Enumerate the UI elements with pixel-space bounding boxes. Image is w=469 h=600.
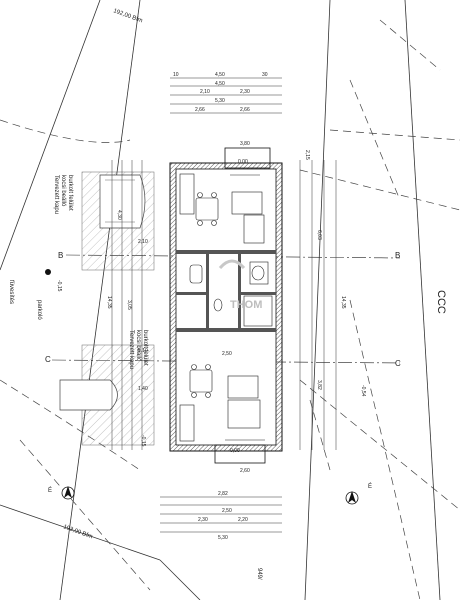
north-arrow-small — [45, 269, 51, 275]
top-dim-4a: 2,66 — [195, 107, 205, 113]
right-dim-a: 6,03 — [316, 230, 322, 240]
parking-top-note: Tervezett kapu kocsi beálló burkolt felü… — [53, 175, 73, 214]
bottom-dimension-chains — [160, 496, 282, 533]
level-left-bottom: -0,15 — [140, 435, 146, 447]
porch-top: 3,80 — [224, 141, 271, 169]
section-b-right-label: B — [395, 251, 400, 260]
plot-number: 949/ — [256, 568, 262, 580]
left-dim-e: 3,05 — [126, 300, 132, 310]
svg-text:Tervezett kapu: Tervezett kapu — [128, 330, 134, 369]
bottom-dim-1: 2,82 — [218, 491, 228, 497]
left-dimension-chains — [111, 160, 143, 450]
north-label-left: É — [48, 487, 52, 494]
north-arrow-left: É — [48, 486, 75, 500]
top-dim-1: 4,50 — [215, 72, 225, 78]
porch-bottom-dim: 2,60 — [240, 468, 250, 474]
top-dim-1a: 10 — [173, 72, 179, 78]
north-arrow-right: É — [345, 483, 372, 505]
top-dimension-chains — [170, 77, 282, 114]
level-bottom-house: 0,00 — [230, 448, 240, 454]
north-label-right: É — [368, 483, 372, 490]
section-c-left-label: C — [45, 355, 51, 364]
left-dim-a: 2,10 — [138, 239, 148, 245]
bottom-dim-3b: 2,20 — [238, 517, 248, 523]
level-top-house: 0,00 — [238, 159, 248, 165]
top-dim-1b: 30 — [262, 72, 268, 78]
top-dim-4b: 2,66 — [240, 107, 250, 113]
level-right-bottom: -0,54 — [360, 385, 366, 397]
left-dim-d: 4,30 — [116, 210, 122, 220]
section-b-left-label: B — [58, 251, 63, 260]
bottom-dim-3a: 2,30 — [198, 517, 208, 523]
watermark-text: THOM — [230, 299, 262, 311]
parking-side-label: parkoló — [36, 300, 42, 320]
section-c-right-label: C — [395, 359, 401, 368]
svg-text:burkolt felület: burkolt felület — [142, 330, 148, 366]
level-left-top: -0,15 — [56, 280, 62, 292]
svg-text:kocsi beálló: kocsi beálló — [135, 330, 141, 362]
svg-text:burkolt felület: burkolt felület — [67, 175, 73, 211]
parking-area-top — [81, 171, 155, 271]
top-dim-3a: 2,10 — [200, 89, 210, 95]
right-dim-c: 2,15 — [304, 150, 310, 160]
watermark-logo — [218, 259, 246, 270]
svg-text:Tervezett kapu: Tervezett kapu — [53, 175, 59, 214]
bottom-dim-2: 2,50 — [222, 508, 232, 514]
left-dim-b: 2,10 — [138, 348, 148, 354]
plot-area-bottom: 193,00 Bfm — [62, 524, 93, 540]
top-total: 5,30 — [215, 98, 225, 104]
right-dimension-chains — [299, 160, 337, 450]
porch-bottom: 2,60 — [214, 444, 266, 474]
bathrooms — [189, 261, 273, 327]
top-dim-2: 4,50 — [215, 81, 225, 87]
plot-side-label: CCC — [435, 290, 447, 314]
setback-lines — [0, 19, 461, 600]
porch-top-dim: 3,80 — [240, 141, 250, 147]
right-total: 14,35 — [340, 296, 346, 309]
house-walls — [169, 162, 283, 452]
bath-width-dim: 2,50 — [222, 351, 232, 357]
left-dim-c: 1,40 — [138, 386, 148, 392]
lawn-label: füvesítés — [8, 280, 14, 304]
parking-bottom-note: Tervezett kapu kocsi beálló burkolt felü… — [128, 330, 148, 369]
furniture-bottom-unit — [179, 364, 265, 442]
furniture-top-unit — [179, 173, 265, 244]
right-dim-b: 3,82 — [316, 380, 322, 390]
svg-text:kocsi beálló: kocsi beálló — [60, 175, 66, 207]
plot-boundaries — [0, 0, 441, 600]
left-total: 14,35 — [106, 296, 112, 309]
bottom-total: 5,30 — [218, 535, 228, 541]
top-dim-3b: 2,30 — [240, 89, 250, 95]
